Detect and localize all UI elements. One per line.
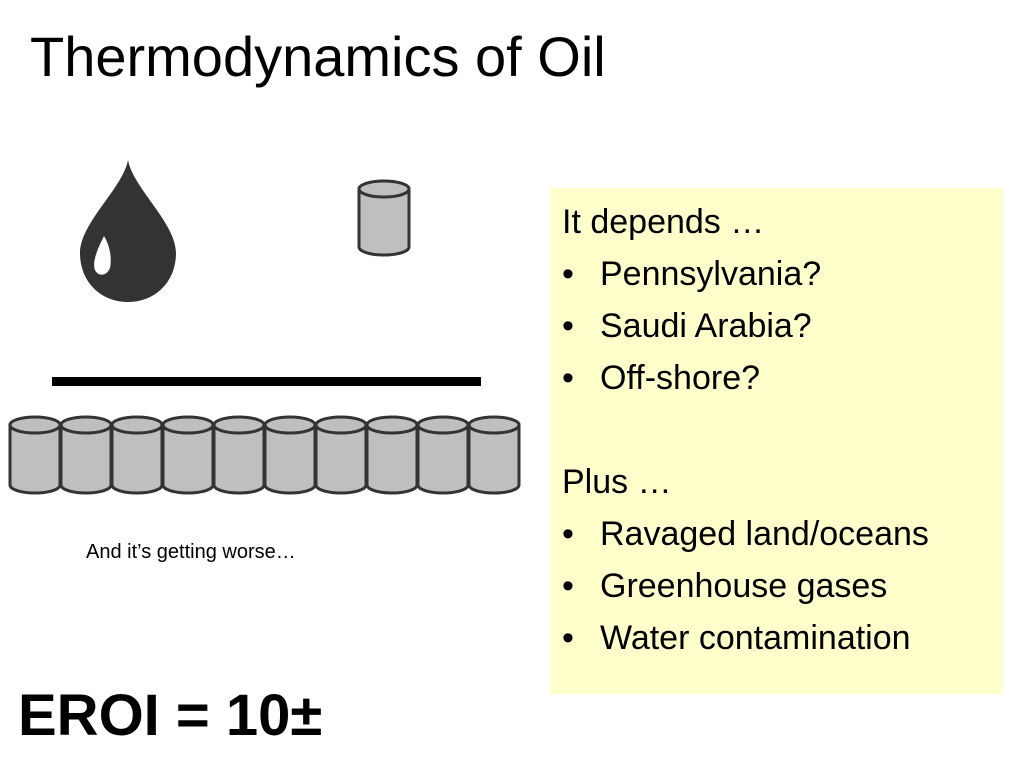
bullet-icon: • — [562, 567, 574, 605]
bullet-icon: • — [562, 359, 574, 397]
plus-list: • Ravaged land/oceans • Greenhouse gases… — [562, 508, 1003, 664]
list-item-label: Pennsylvania? — [600, 255, 822, 293]
barrel-icon — [161, 423, 215, 495]
list-item-label: Greenhouse gases — [600, 567, 888, 605]
list-item: • Greenhouse gases — [562, 560, 1003, 612]
list-item: • Ravaged land/oceans — [562, 508, 1003, 560]
barrel-icon — [416, 423, 470, 495]
barrel-icon — [59, 423, 113, 495]
oil-drop-icon — [80, 160, 176, 302]
barrel-icon — [467, 423, 521, 495]
list-item: • Off-shore? — [562, 352, 1003, 404]
barrel-icon — [314, 423, 368, 495]
bullet-icon: • — [562, 619, 574, 657]
oil-barrel-icon — [357, 179, 411, 257]
slide-title: Thermodynamics of Oil — [30, 25, 606, 88]
list-item: • Saudi Arabia? — [562, 300, 1003, 352]
note-box: It depends … • Pennsylvania? • Saudi Ara… — [550, 188, 1003, 694]
list-item: • Pennsylvania? — [562, 248, 1003, 300]
eroi-formula: EROI = 10± — [18, 683, 323, 748]
bullet-icon: • — [562, 255, 574, 293]
bullet-icon: • — [562, 307, 574, 345]
list-item-label: Ravaged land/oceans — [600, 515, 929, 553]
barrel-icon — [8, 423, 62, 495]
list-item-label: Saudi Arabia? — [600, 307, 812, 345]
barrel-icon — [365, 423, 419, 495]
list-item-label: Water contamination — [600, 619, 911, 657]
depends-list: • Pennsylvania? • Saudi Arabia? • Off-sh… — [562, 248, 1003, 404]
barrel-icon — [263, 423, 317, 495]
oil-barrel-row — [8, 415, 521, 495]
list-item-label: Off-shore? — [600, 359, 761, 397]
bullet-icon: • — [562, 515, 574, 553]
list-item: • Water contamination — [562, 612, 1003, 664]
spacer — [562, 404, 1003, 456]
barrel-icon — [110, 423, 164, 495]
barrel-icon — [212, 423, 266, 495]
fraction-bar — [52, 377, 481, 386]
note-heading-depends: It depends … — [562, 203, 765, 241]
caption: And it’s getting worse… — [86, 541, 296, 563]
note-heading-plus: Plus … — [562, 463, 672, 501]
